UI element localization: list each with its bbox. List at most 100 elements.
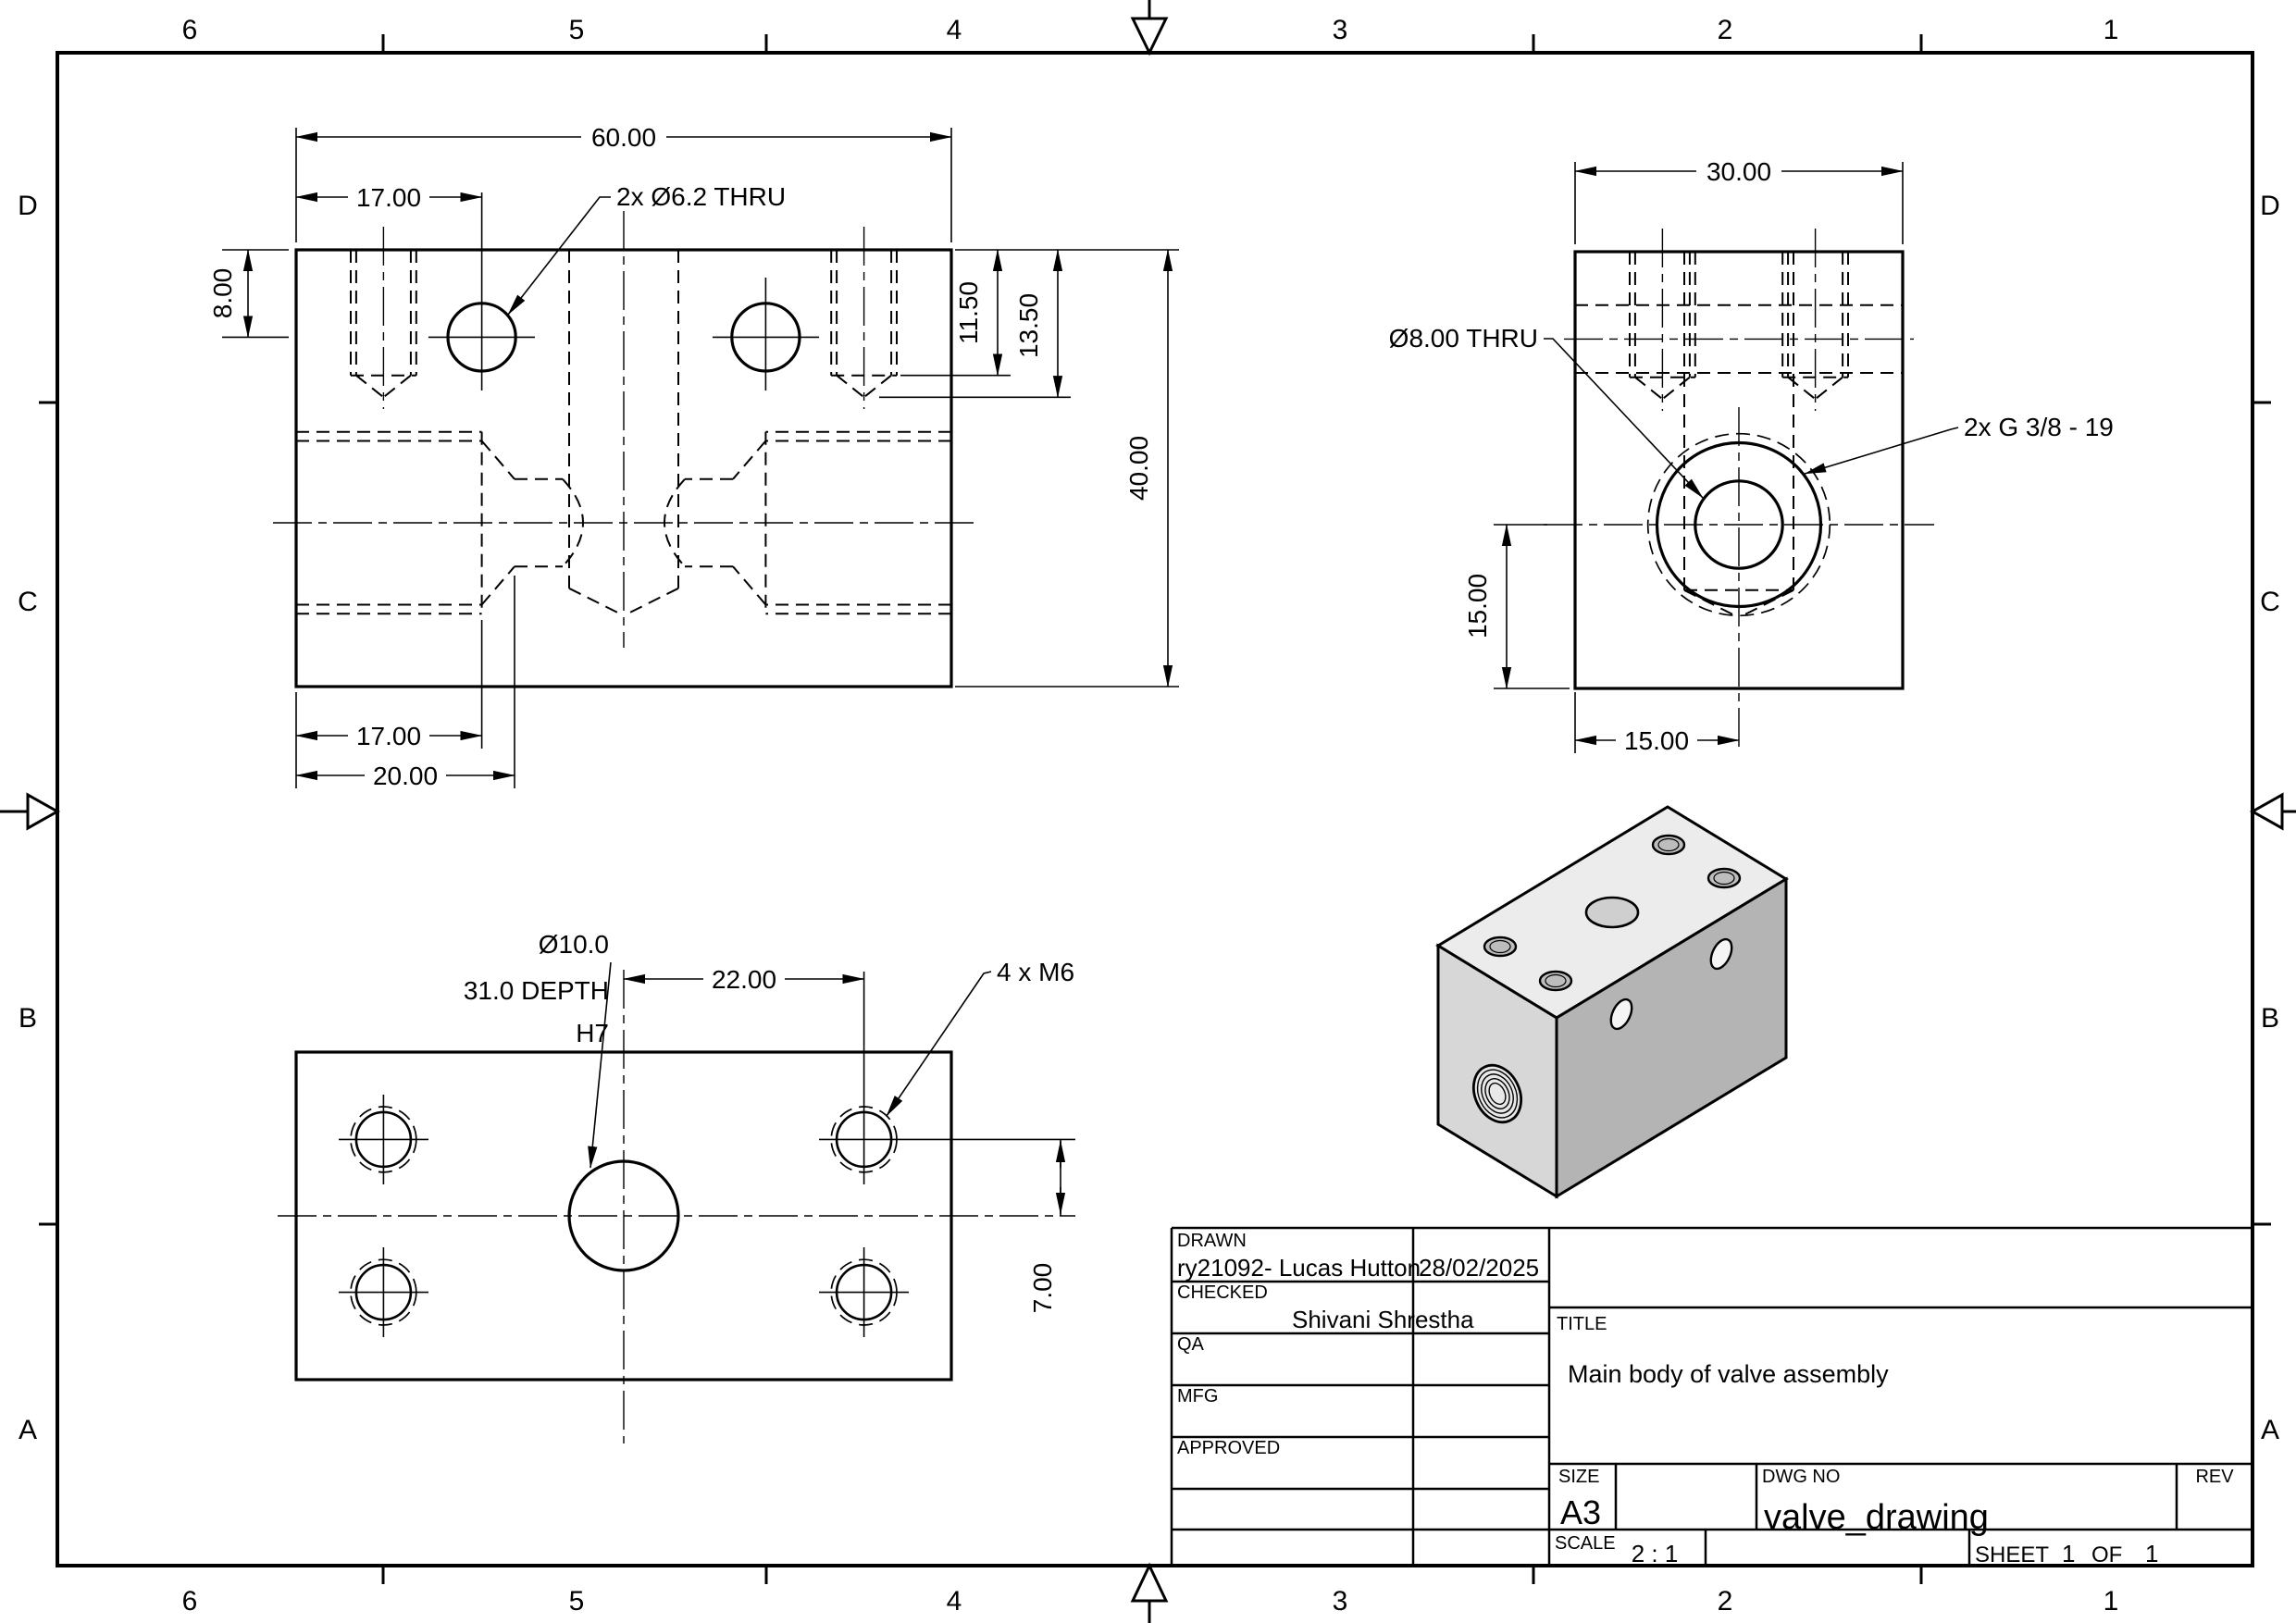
front-dim-8: 8.00 [208,249,289,339]
center-mark-bottom [1130,1562,1169,1623]
front-dim-40: 40.00 [955,249,1179,688]
zone-col-label: 5 [569,15,585,45]
side-dim-15h: 15.00 [1574,692,1740,755]
dim-port-cone: 20.00 [373,762,438,790]
side-m6-right [1781,229,1849,411]
title-block: DRAWN ry21092- Lucas Hutton 28/02/2025 C… [1170,1226,2253,1567]
front-bore-d10 [568,211,679,648]
front-hole-d6-right [713,278,819,390]
checked-label: CHECKED [1177,1282,1268,1303]
zone-col-label: 4 [947,15,962,45]
zone-row-label: A [2261,1415,2279,1445]
qa-label: QA [1177,1334,1205,1355]
label-d10-depth: 31.0 DEPTH [464,976,609,1005]
top-m6-ul [339,1095,428,1184]
size-label: SIZE [1558,1467,1599,1487]
dim-hole-offset: 7.00 [1028,1263,1057,1314]
front-dim-1350: 13.50 [879,249,1071,399]
front-dim-17-top: 17.00 [295,183,483,212]
iso-top-m6-holes [1483,834,1742,992]
size-value: A3 [1560,1493,1601,1531]
iso-port-g38 [1471,1063,1523,1124]
sheet-value: 1 [2062,1540,2075,1567]
side-bore-d10 [1683,252,1794,619]
dim-port-center-y: 15.00 [1463,574,1492,638]
top-label-tapped: 4 x M6 [886,958,1074,1117]
zone-col-label: 5 [569,1586,585,1617]
zone-row-label: D [2260,191,2280,221]
side-port-circles [1544,407,1934,751]
label-d10: Ø10.0 [539,930,609,959]
dim-thread-depth: 11.50 [954,281,983,344]
front-m6-right [830,227,898,409]
checked-value: Shivani Shrestha [1292,1306,1474,1333]
isometric-view [1435,805,1789,1199]
zone-row-label: B [19,1003,37,1034]
zone-col-label: 6 [182,15,198,45]
rev-label: REV [2195,1467,2234,1487]
top-m6-ur [819,972,1075,1184]
approved-label: APPROVED [1177,1438,1280,1458]
center-mark-top [1130,0,1169,56]
dim-overall-height: 40.00 [1124,436,1153,501]
zone-col-label: 3 [1333,1586,1348,1617]
zone-col-label: 4 [947,1586,962,1617]
iso-bore-d10 [1584,896,1640,929]
zone-col-label: 2 [1718,1586,1733,1617]
front-dim-20: 20.00 [295,576,515,790]
dim-drill-depth: 13.50 [1014,293,1043,358]
zone-row-label: C [18,587,38,617]
label-2x-g38: 2x G 3/8 - 19 [1964,413,2114,441]
center-mark-right [2249,792,2296,831]
dim-depth: 30.00 [1706,157,1771,186]
side-view: 30.00 15.00 15.00 Ø8.00 THRU 2x G 3/8 - … [1389,157,2114,755]
dim-port-bore: 17.00 [356,722,421,750]
drawn-value: ry21092- Lucas Hutton [1177,1254,1421,1282]
top-m6-ll [339,1247,428,1337]
center-mark-left [0,792,61,831]
side-dim-30: 30.00 [1574,157,1904,244]
title-label: TITLE [1557,1314,1607,1334]
side-m6-left [1629,229,1696,411]
side-dim-15v: 15.00 [1463,524,1570,689]
label-4xm6: 4 x M6 [997,958,1074,986]
side-label-ports: 2x G 3/8 - 19 [1804,413,2114,475]
dim-hole-y: 8.00 [208,268,237,319]
top-dim-7: 7.00 [1028,1139,1066,1314]
zone-row-label: C [2260,587,2280,617]
zone-col-label: 1 [2104,15,2119,45]
iso-hole-d62-right [1609,997,1633,1031]
drawn-label: DRAWN [1177,1231,1247,1251]
dim-port-center-x: 15.00 [1624,726,1689,755]
zone-col-label: 2 [1718,15,1733,45]
top-m6-lr [819,1247,909,1337]
label-d8-thru: Ø8.00 THRU [1389,324,1538,353]
sheet-label: SHEET [1975,1542,2049,1567]
dim-hole-x: 17.00 [356,183,421,212]
front-dim-1150: 11.50 [900,249,1179,377]
dim-hole-span: 22.00 [712,965,776,994]
front-label-holes: 2x Ø6.2 THRU [507,182,786,316]
zone-row-label: D [18,191,38,221]
top-dim-22: 22.00 [623,965,865,994]
front-hole-d6-left [428,192,535,390]
dim-overall-width: 60.00 [591,123,656,152]
front-dim-60: 60.00 [295,122,952,242]
drawn-date: 28/02/2025 [1419,1254,1539,1282]
front-m6-left [350,227,417,409]
top-view: 22.00 7.00 Ø10.0 31.0 DEPTH H7 4 x M6 [278,930,1075,1443]
front-view: 60.00 17.00 8.00 2x Ø6.2 THRU 11.50 13.5… [208,122,1179,790]
dwg-no-value: valve_drawing [1764,1498,1989,1537]
sheet-of-value: 1 [2145,1540,2158,1567]
side-label-thru: Ø8.00 THRU [1389,324,1704,499]
zone-row-label: A [19,1415,37,1445]
title-value: Main body of valve assembly [1568,1360,1889,1388]
zone-row-label: B [2261,1003,2279,1034]
dwg-no-label: DWG NO [1762,1467,1840,1487]
zone-col-label: 6 [182,1586,198,1617]
scale-label: SCALE [1555,1533,1616,1554]
iso-hole-d62-left [1709,937,1733,971]
zone-col-label: 3 [1333,15,1348,45]
